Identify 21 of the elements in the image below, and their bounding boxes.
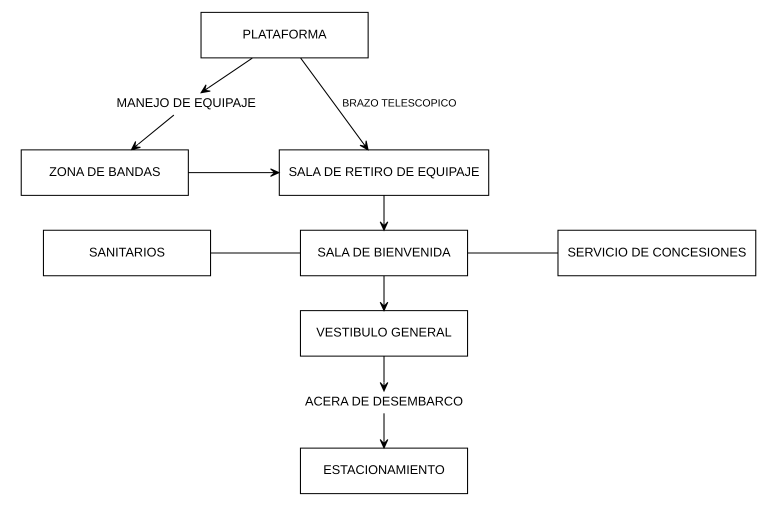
- node-text: ACERA DE DESEMBARCO: [304, 394, 462, 408]
- arrow: [300, 58, 368, 150]
- node-box: SALA DE BIENVENIDA: [299, 230, 468, 276]
- node-box: VESTIBULO GENERAL: [299, 310, 468, 357]
- node-box: SERVICIO DE CONCESIONES: [556, 230, 756, 276]
- node-text: MANEJO DE EQUIPAJE: [116, 96, 256, 110]
- connector: [210, 252, 300, 254]
- node-box: SALA DE RETIRO DE EQUIPAJE: [278, 149, 489, 196]
- arrow: [200, 58, 252, 94]
- arrow: [379, 413, 388, 449]
- edge-label: BRAZO TELESCOPICO: [342, 98, 456, 110]
- arrow: [379, 276, 388, 312]
- node-box: SANITARIOS: [42, 230, 211, 276]
- arrow: [379, 195, 388, 231]
- arrow: [130, 114, 174, 150]
- arrow: [188, 168, 280, 177]
- node-box: PLATAFORMA: [200, 12, 368, 58]
- arrow: [379, 356, 388, 392]
- node-box: ZONA DE BANDAS: [20, 149, 188, 196]
- connector: [467, 252, 558, 254]
- node-box: ESTACIONAMIENTO: [299, 448, 468, 494]
